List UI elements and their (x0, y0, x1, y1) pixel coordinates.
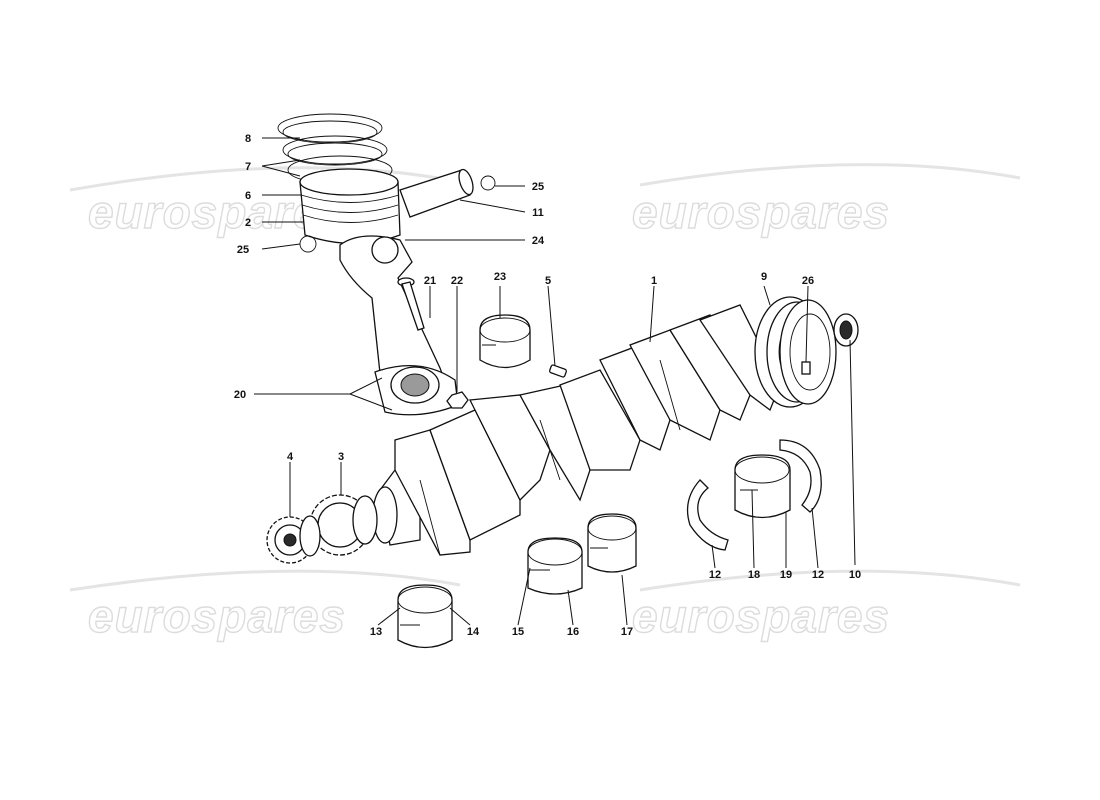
callout-17: 17 (621, 626, 633, 638)
callout-25-left: 25 (237, 244, 249, 256)
watermark-bottom-left: eurospares (88, 590, 346, 642)
callout-24: 24 (532, 235, 545, 247)
callout-4: 4 (287, 451, 294, 463)
callout-22: 22 (451, 275, 463, 287)
pin-26 (801, 361, 811, 375)
timing-gear-3 (309, 494, 378, 556)
callout-5: 5 (545, 275, 551, 287)
callout-1: 1 (651, 275, 657, 287)
circlip-left (299, 235, 317, 253)
callout-7: 7 (245, 161, 251, 173)
callout-14: 14 (467, 626, 480, 638)
piston-rings (277, 113, 393, 185)
bearing-shell-23 (479, 314, 531, 369)
thrust-washer-left (686, 479, 729, 551)
callout-12-right: 12 (812, 569, 824, 581)
callout-23: 23 (494, 271, 506, 283)
callout-19: 19 (780, 569, 792, 581)
callout-3: 3 (338, 451, 344, 463)
bearing-shell-17 (587, 513, 637, 573)
rod-bolt (397, 277, 425, 331)
watermark-bottom-right: eurospares (632, 590, 890, 642)
callout-10: 10 (849, 569, 861, 581)
callout-12-left: 12 (709, 569, 721, 581)
watermarks: eurospares eurospares eurospares eurospa… (69, 163, 1021, 643)
callout-21: 21 (424, 275, 436, 287)
callout-13: 13 (370, 626, 382, 638)
dowel-pin (549, 364, 567, 378)
seal-flange (779, 299, 837, 405)
callout-20: 20 (234, 389, 246, 401)
callout-18: 18 (748, 569, 760, 581)
watermark-top-right: eurospares (632, 186, 890, 238)
callout-11: 11 (532, 207, 544, 219)
callout-26: 26 (802, 275, 814, 287)
callout-9: 9 (761, 271, 767, 283)
callout-6: 6 (245, 190, 251, 202)
callout-25-right: 25 (532, 181, 544, 193)
callout-15: 15 (512, 626, 524, 638)
piston-pin (399, 168, 474, 218)
connecting-rod (339, 235, 459, 416)
callout-2: 2 (245, 217, 251, 229)
thrust-washer-right (779, 439, 822, 513)
bearing-shell-13-14 (397, 584, 453, 649)
callouts: 1 2 3 4 5 6 7 8 9 10 11 12 12 13 14 15 1… (234, 133, 861, 638)
rod-nut (446, 391, 469, 409)
bearing-shell-18-19 (734, 454, 791, 519)
callout-8: 8 (245, 133, 251, 145)
callout-16: 16 (567, 626, 579, 638)
bearing-shell-15-16 (527, 537, 583, 595)
leader-lines (254, 137, 856, 626)
circlip-top (480, 175, 496, 191)
pilot-bearing (833, 313, 859, 347)
timing-gear-4 (266, 515, 321, 564)
piston (299, 168, 401, 245)
